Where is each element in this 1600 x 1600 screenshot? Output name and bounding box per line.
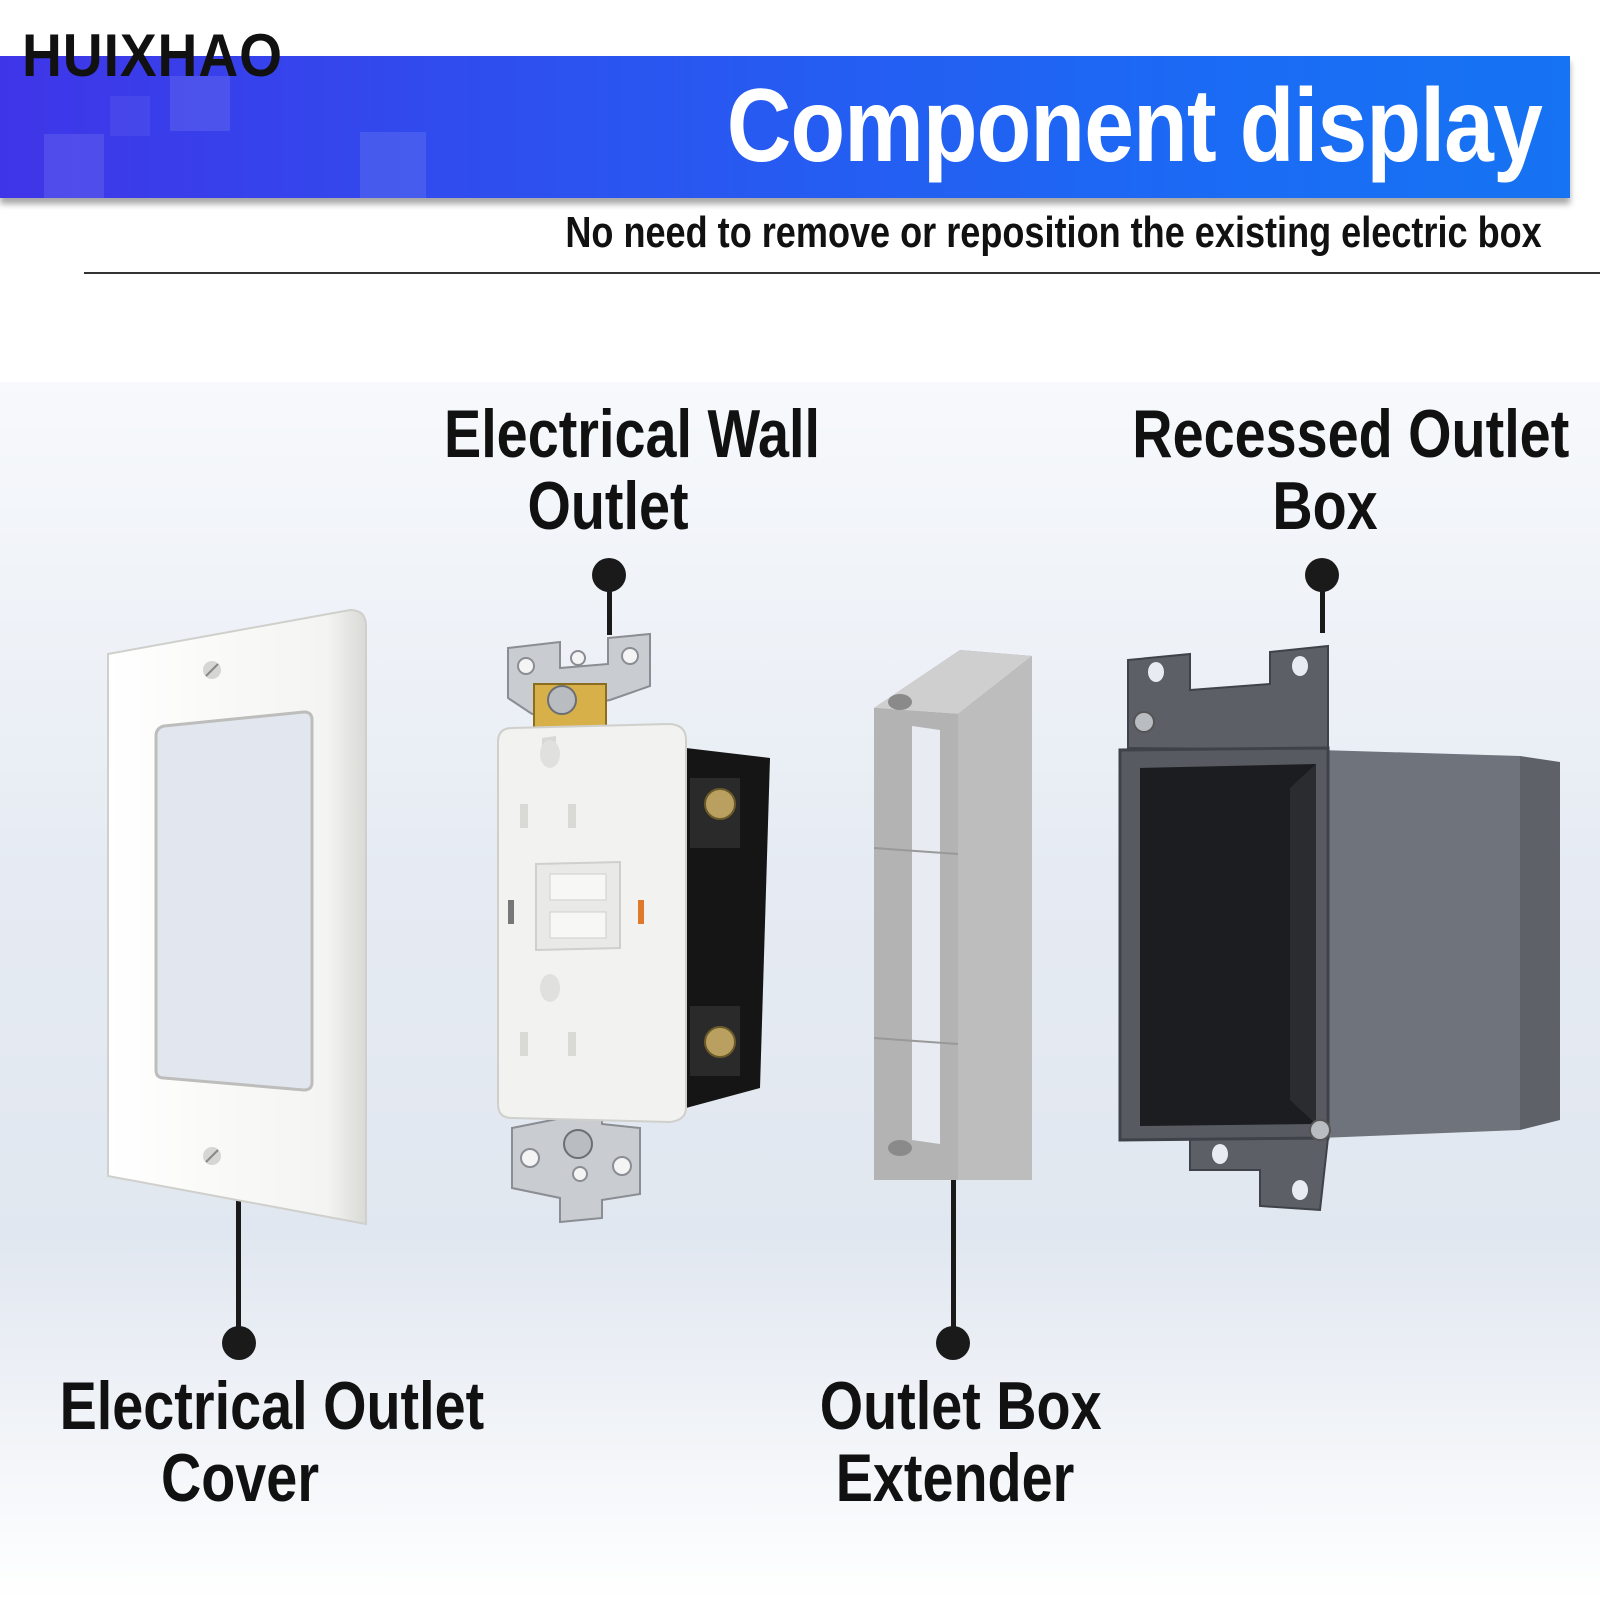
label-outlet-box-line1: Recessed Outlet	[1132, 396, 1570, 472]
subtitle: No need to remove or reposition the exis…	[565, 208, 1542, 257]
pointer-line-outlet-box	[1320, 575, 1325, 633]
label-outlet-box-line2: Box	[1272, 468, 1378, 544]
label-box-extender: Outlet Box Extender	[819, 1368, 1102, 1516]
divider	[84, 272, 1600, 274]
label-wall-outlet-line1: Electrical Wall	[444, 396, 821, 472]
label-outlet-cover-line2: Cover	[160, 1440, 320, 1516]
label-outlet-cover: Electrical Outlet Cover	[59, 1368, 485, 1516]
pointer-line-outlet-cover	[236, 1200, 241, 1340]
pointer-dot-outlet-cover	[222, 1326, 256, 1360]
pointer-line-wall-outlet	[607, 575, 612, 635]
label-box-extender-line2: Extender	[835, 1440, 1075, 1516]
pointer-dot-box-extender	[936, 1326, 970, 1360]
box-extender-image	[873, 650, 1032, 1180]
label-box-extender-line1: Outlet Box	[819, 1368, 1102, 1444]
brand-logo: HUIXHAO	[22, 22, 283, 89]
header-banner: Component display	[0, 56, 1570, 198]
label-outlet-cover-line1: Electrical Outlet	[59, 1368, 485, 1444]
label-wall-outlet-line2: Outlet	[527, 468, 689, 544]
pointer-line-box-extender	[951, 1180, 956, 1340]
outlet-cover-image	[107, 608, 367, 1226]
label-wall-outlet: Electrical Wall Outlet	[444, 396, 821, 544]
wall-outlet-image	[497, 632, 770, 1224]
outlet-box-image	[1118, 644, 1560, 1212]
label-outlet-box: Recessed Outlet Box	[1132, 396, 1570, 544]
banner-title: Component display	[726, 68, 1543, 184]
